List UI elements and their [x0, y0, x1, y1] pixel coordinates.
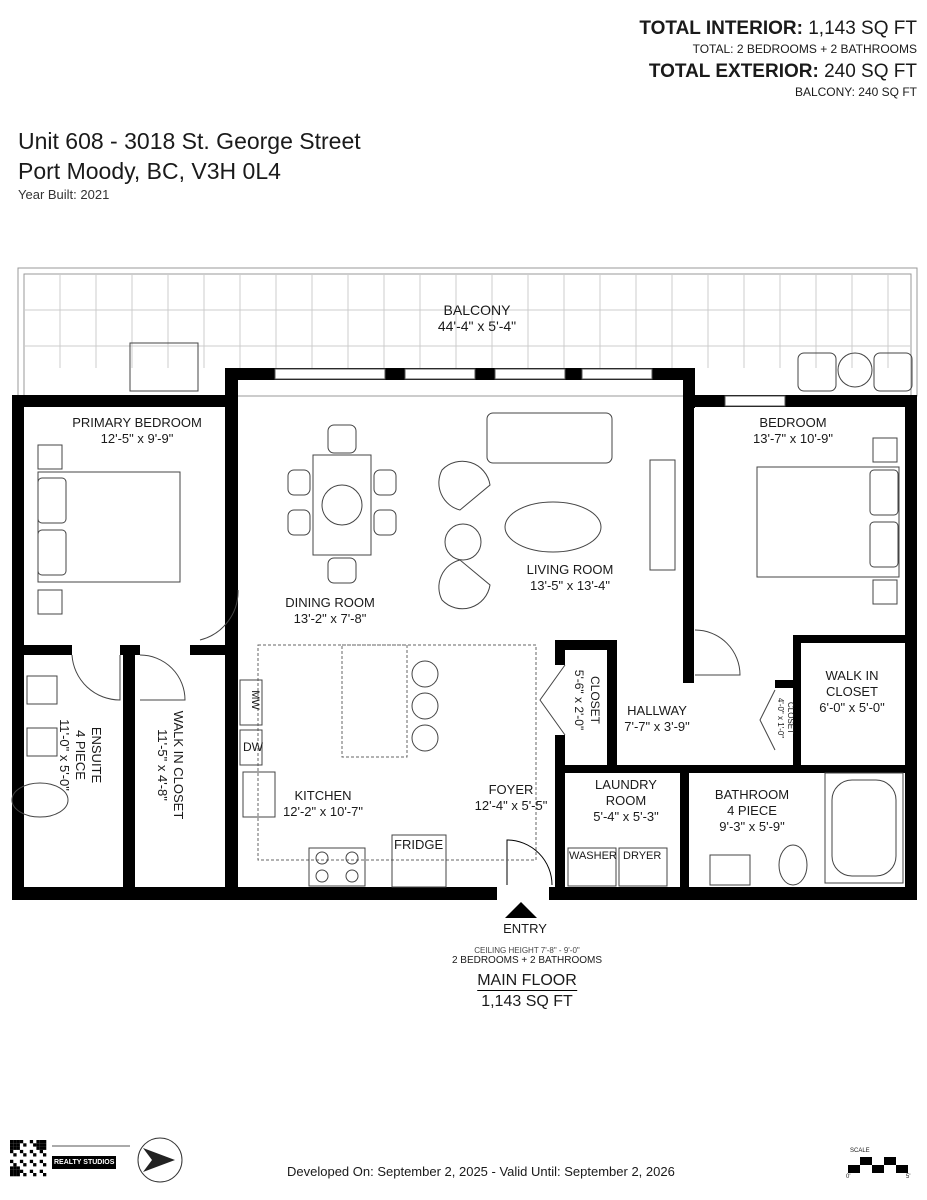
validity-dates: Developed On: September 2, 2025 - Valid …	[287, 1164, 675, 1179]
qr-code-icon	[10, 1140, 47, 1177]
total-interior: TOTAL INTERIOR: 1,143 SQ FT	[639, 18, 917, 40]
room-name: ENSUITE	[89, 726, 104, 784]
total-exterior: TOTAL EXTERIOR: 240 SQ FT	[649, 61, 917, 83]
floor-area: 1,143 SQ FT	[481, 993, 573, 1010]
floor-rooms: 2 BEDROOMS + 2 BATHROOMS	[451, 955, 603, 966]
room-dims: 12'-4" x 5'-5"	[474, 798, 548, 813]
logo-text: REALTY STUDIOS	[52, 1156, 117, 1169]
entry-label: ENTRY	[503, 921, 547, 936]
total-exterior-value: 240 SQ FT	[824, 61, 917, 82]
address-line1: Unit 608 - 3018 St. George Street	[18, 128, 361, 154]
room-name: BATHROOM	[714, 787, 790, 802]
room-dims: 12'-2" x 10'-7"	[283, 804, 363, 819]
dishwasher-label: DW	[243, 740, 263, 754]
room-name: WALK IN	[825, 668, 879, 683]
room-name: LIVING ROOM	[526, 562, 614, 577]
dryer-label: DRYER	[623, 850, 662, 862]
windows	[274, 368, 786, 407]
balcony-area-outline	[17, 267, 918, 397]
room-dims: 13'-7" x 10'-9"	[753, 431, 833, 446]
room-name: CLOSET	[588, 675, 602, 724]
total-interior-label: TOTAL INTERIOR:	[639, 18, 803, 39]
room-dims: 4'-0" x 1'-0"	[776, 697, 785, 739]
room-dims: 13'-2" x 7'-8"	[293, 611, 367, 626]
room-dims: 7'-7" x 3'-9"	[624, 719, 690, 734]
room-name: FOYER	[488, 782, 534, 797]
room-dims: 6'-0" x 5'-0"	[819, 700, 885, 715]
address-line2: Port Moody, BC, V3H 0L4	[18, 158, 281, 184]
room-name: BALCONY	[443, 302, 511, 318]
room-dims: 9'-3" x 5'-9"	[719, 819, 785, 834]
scale-bar-icon	[848, 1157, 908, 1173]
room-dims: 5'-4" x 5'-3"	[593, 809, 659, 824]
room-dims: 12'-5" x 9'-9"	[100, 431, 174, 446]
ceiling-height: CEILING HEIGHT 7'-8" - 9'-0"	[474, 946, 580, 955]
room-dims: 5'-6" x 2'-0"	[572, 669, 586, 731]
realty-studios-logo: REALTY STUDIOS	[52, 1145, 130, 1171]
entry-arrow-icon	[505, 902, 537, 918]
total-interior-value: 1,143 SQ FT	[808, 18, 917, 39]
room-dims: 11'-5" x 4'-8"	[155, 729, 170, 801]
walls	[12, 368, 917, 900]
year-built: Year Built: 2021	[18, 187, 110, 202]
room-name2: ROOM	[605, 793, 647, 808]
room-sub: 4 PIECE	[727, 803, 777, 818]
room-name2: CLOSET	[825, 684, 878, 699]
floor-name: MAIN FLOOR	[477, 972, 577, 991]
total-rooms: TOTAL: 2 BEDROOMS + 2 BATHROOMS	[692, 42, 917, 56]
room-name: DINING ROOM	[285, 595, 375, 610]
total-exterior-label: TOTAL EXTERIOR:	[648, 61, 819, 82]
room-name: LAUNDRY	[595, 777, 657, 792]
room-name: BEDROOM	[759, 415, 827, 430]
scale-label: SCALE	[850, 1148, 870, 1154]
room-name: WALK IN CLOSET	[171, 710, 186, 820]
room-name: PRIMARY BEDROOM	[72, 415, 202, 430]
room-name: HALLWAY	[627, 703, 687, 718]
room-name: CLOSET	[786, 701, 795, 734]
scale-min: 0'	[846, 1174, 851, 1180]
room-sub: 4 PIECE	[73, 730, 88, 780]
room-dims: 11'-0" x 5'-0"	[57, 719, 72, 791]
microwave-label: MW	[248, 690, 261, 710]
room-dims: 44'-4" x 5'-4"	[437, 318, 517, 334]
balcony-area: BALCONY: 240 SQ FT	[794, 85, 917, 99]
north-arrow-icon	[137, 1137, 183, 1183]
scale-max: 5'	[906, 1174, 911, 1180]
fridge-label: FRIDGE	[394, 837, 444, 852]
room-name: KITCHEN	[294, 788, 352, 803]
room-dims: 13'-5" x 13'-4"	[530, 578, 610, 593]
washer-label: WASHER	[569, 850, 617, 862]
